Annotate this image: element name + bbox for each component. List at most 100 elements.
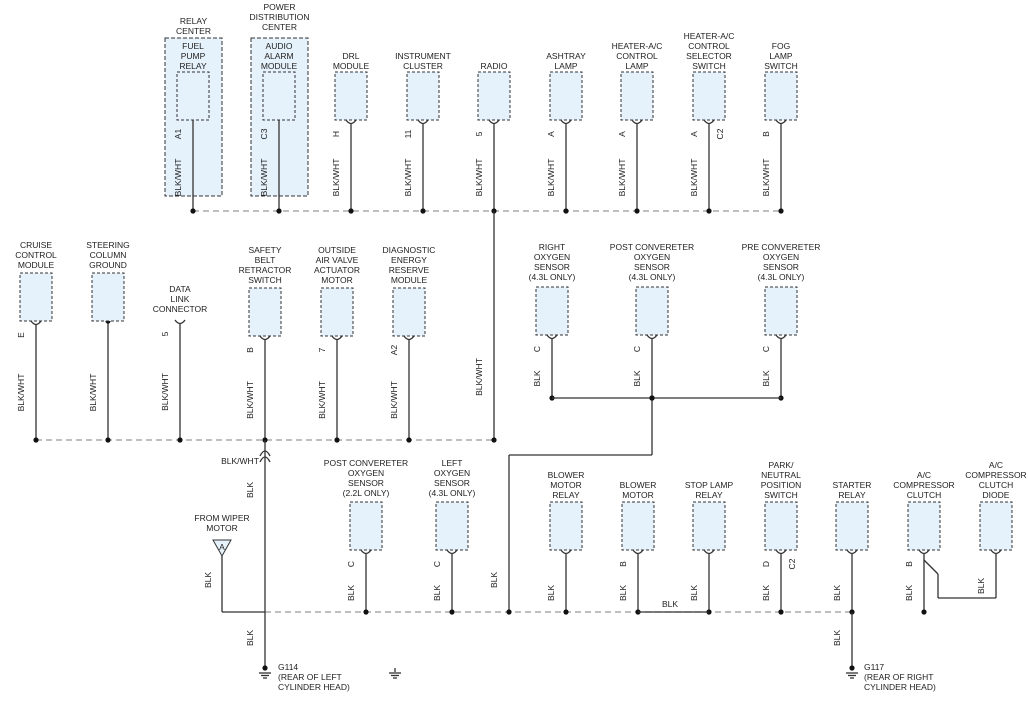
fuel-pump-relay-box (176, 71, 210, 121)
park-neutral-position-switch-pin2: C2 (787, 558, 797, 569)
park-neutral-position-switch-wire-color: BLK (761, 585, 771, 601)
ground-right-wire-color: BLK (832, 630, 842, 646)
outside-air-valve-actuator-motor-connector (331, 335, 343, 341)
heater-ac-control-lamp-box (620, 71, 654, 121)
steering-column-ground-splice (105, 437, 111, 443)
drl-module-splice (348, 208, 354, 214)
ground-right-dot (849, 665, 855, 671)
wiper-motor-pin: A (219, 542, 225, 552)
post-converter-oxygen-sensor-43-wire-color: BLK (632, 370, 642, 386)
post-converter-oxygen-sensor-22-splice (363, 609, 369, 615)
safety-belt-retractor-switch-box (248, 287, 282, 337)
heater-ac-control-lamp-wire-color: BLK/WHT (617, 159, 627, 197)
left-oxygen-sensor-pin: C (432, 561, 442, 567)
oxygen-tie-bottom-splice (506, 609, 512, 615)
ground-left-wire-color: BLK (245, 630, 255, 646)
post-converter-oxygen-sensor-43-connector (646, 334, 658, 340)
ac-compressor-clutch-diode-connector (990, 549, 1002, 555)
fog-lamp-switch-wire-color: BLK/WHT (761, 159, 771, 197)
safety-belt-retractor-switch-connector (259, 335, 271, 341)
post-converter-oxygen-sensor-43-pin: C (632, 346, 642, 352)
heater-ac-selector-switch-wire-color: BLK/WHT (689, 159, 699, 197)
blower-motor-relay-splice (563, 609, 569, 615)
post-converter-oxygen-sensor-22-wire-color: BLK (346, 585, 356, 601)
ac-compressor-clutch-connector (918, 549, 930, 555)
fuel-pump-relay-splice (190, 208, 196, 214)
stop-lamp-relay-wire-color: BLK (689, 585, 699, 601)
diagnostic-energy-reserve-module-pin: A2 (389, 345, 399, 356)
right-oxygen-sensor-wire-color: BLK (532, 370, 542, 386)
pre-converter-oxygen-sensor-wire-color: BLK (761, 370, 771, 386)
left-oxygen-sensor-splice (449, 609, 455, 615)
heater-ac-selector-switch-splice (706, 208, 712, 214)
bus-wire-label: BLK (662, 599, 678, 609)
oxygen-tie-splice (649, 395, 655, 401)
post-converter-oxygen-sensor-43-box (635, 286, 669, 336)
left-oxygen-sensor-box (435, 501, 469, 551)
drl-module-wire-color: BLK/WHT (331, 159, 341, 197)
radio-wire-color: BLK/WHT (474, 159, 484, 197)
starter-relay-connector (846, 549, 858, 555)
audio-alarm-module-pin: C3 (259, 128, 269, 139)
data-link-connector-splice (177, 437, 183, 443)
post-converter-oxygen-sensor-22-box (349, 501, 383, 551)
wiper-wire-color: BLK (203, 572, 213, 588)
radio-drop-wire-color: BLK/WHT (474, 358, 484, 396)
wiper-motor-connector (212, 539, 232, 558)
blower-motor-box (621, 501, 655, 551)
radio-pin: 5 (474, 131, 484, 136)
blower-motor-relay-box (549, 501, 583, 551)
oxygen-tie-wire-color: BLK (489, 572, 499, 588)
inline-connector-bottom (259, 456, 271, 463)
blower-motor-relay-connector (560, 549, 572, 555)
outside-air-valve-actuator-motor-splice (334, 437, 340, 443)
post-converter-oxygen-sensor-22-connector (360, 549, 372, 555)
instrument-cluster-wire-color: BLK/WHT (403, 159, 413, 197)
fog-lamp-switch-splice (778, 208, 784, 214)
left-oxygen-sensor-wire-color: BLK (432, 585, 442, 601)
ac-compressor-clutch-pin: B (904, 561, 914, 567)
pre-converter-oxygen-sensor-pin: C (761, 346, 771, 352)
pre-converter-oxygen-sensor-connector (775, 334, 787, 340)
post-converter-oxygen-sensor-22-pin: C (346, 561, 356, 567)
ac-compressor-clutch-diode-box (979, 501, 1013, 551)
safety-belt-retractor-switch-pin: B (245, 347, 255, 353)
ashtray-lamp-pin: A (546, 131, 556, 137)
heater-ac-control-lamp-splice (634, 208, 640, 214)
pre-converter-oxygen-sensor-box (764, 286, 798, 336)
audio-alarm-module-splice (276, 208, 282, 214)
heater-ac-selector-switch-box (692, 71, 726, 121)
fuel-pump-relay-pin: A1 (173, 129, 183, 140)
instrument-cluster-box (406, 71, 440, 121)
audio-alarm-module-wire-color: BLK/WHT (259, 159, 269, 197)
cruise-control-module-splice (33, 437, 39, 443)
right-oxygen-sensor-connector (546, 334, 558, 340)
fog-lamp-switch-box (764, 71, 798, 121)
blower-motor-relay-wire-color: BLK (546, 585, 556, 601)
starter-relay-box (835, 501, 869, 551)
audio-alarm-module-box (262, 71, 296, 121)
ac-compressor-clutch-diode-wire-color: BLK (976, 578, 986, 594)
stop-lamp-relay-box (692, 501, 726, 551)
park-neutral-position-switch-connector (775, 549, 787, 555)
ac-compressor-clutch-wire-color: BLK (904, 585, 914, 601)
clutch-diode-diag (923, 559, 939, 575)
